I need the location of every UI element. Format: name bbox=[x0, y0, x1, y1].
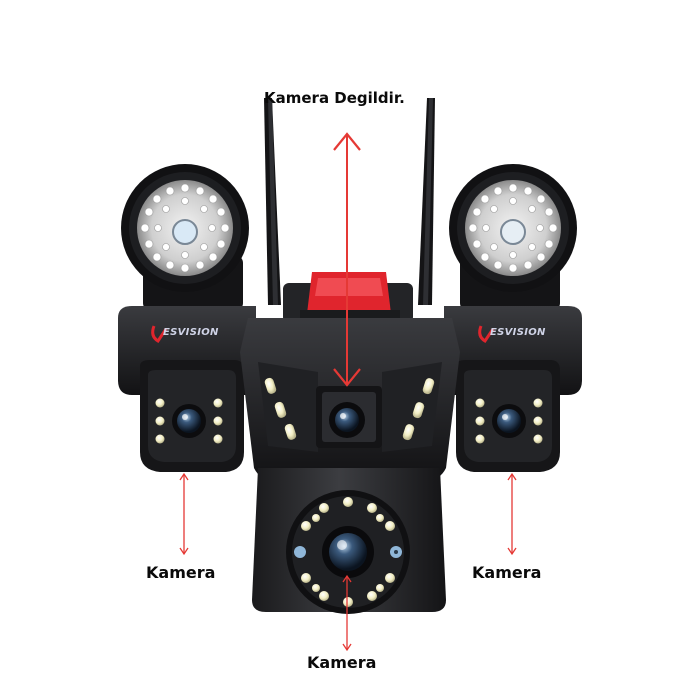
brand-logo-left bbox=[151, 325, 168, 344]
arrow-bottom bbox=[342, 574, 352, 652]
annotation-right: Kamera bbox=[472, 563, 542, 582]
antenna-left bbox=[264, 98, 281, 305]
arrow-top-double bbox=[333, 132, 361, 387]
floodlight-led-ring bbox=[140, 183, 230, 273]
leds-left bbox=[155, 398, 223, 444]
leds-right bbox=[475, 398, 543, 444]
side-leds-center bbox=[264, 377, 435, 441]
floodlight-sensor bbox=[172, 219, 198, 245]
brand-name-left: ESVISION bbox=[163, 327, 219, 338]
floodlight-led-ring bbox=[468, 183, 558, 273]
ptz-dome bbox=[252, 468, 446, 614]
brand-name-right: ESVISION bbox=[490, 327, 546, 338]
annotation-left: Kamera bbox=[146, 563, 216, 582]
floodlight-right bbox=[449, 164, 577, 311]
ptz-led-ring bbox=[301, 497, 395, 607]
housing-center bbox=[240, 318, 460, 480]
brand-logo-right bbox=[478, 325, 495, 344]
ir-sensor-left bbox=[294, 546, 306, 558]
arrow-right bbox=[507, 472, 517, 556]
floodlight-sensor bbox=[500, 219, 526, 245]
annotation-top: Kamera Degildir. bbox=[264, 89, 405, 107]
antenna-right bbox=[418, 98, 435, 305]
arrow-left bbox=[179, 472, 189, 556]
floodlight-left bbox=[121, 164, 249, 311]
housing-right bbox=[444, 306, 582, 472]
annotation-bottom: Kamera bbox=[307, 653, 377, 672]
